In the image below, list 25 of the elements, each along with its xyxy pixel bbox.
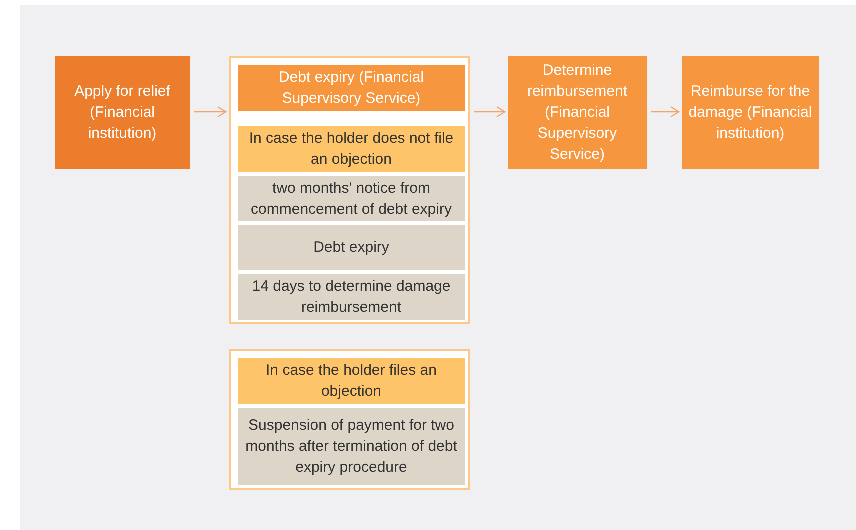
arrow — [651, 106, 680, 118]
arrow — [194, 106, 227, 118]
box-text: Debt expiry — [312, 238, 390, 258]
box-text: Reimburse for the damage (Financial institution) — [688, 82, 814, 144]
box-text: 14 days to determine damage reimbursement — [251, 277, 452, 318]
info-box — [238, 408, 465, 485]
box-text: Debt expiry (Financial Supervisory Service) — [278, 68, 426, 109]
process-box — [238, 65, 465, 111]
arrow — [474, 106, 506, 118]
box-text: Determine reimbursement (Financial Supervisory Service) — [526, 61, 629, 165]
condition-box — [238, 358, 465, 404]
info-box — [238, 274, 465, 320]
box-text: Apply for relief (Financial institution) — [74, 82, 172, 144]
process-box — [508, 56, 647, 169]
group-frame — [229, 56, 470, 324]
box-text: In case the holder files an objection — [265, 361, 438, 402]
box-text: Suspension of payment for two months after termination of debt expiry procedure — [244, 416, 458, 478]
info-box — [238, 176, 465, 221]
box-text: In case the holder does not file an objection — [248, 129, 455, 170]
process-box — [682, 56, 819, 169]
process-box — [55, 56, 190, 169]
box-text: two months' notice from commencement of debt expiry — [250, 178, 453, 220]
condition-box — [238, 126, 465, 172]
info-box — [238, 225, 465, 270]
group-frame — [229, 349, 470, 490]
